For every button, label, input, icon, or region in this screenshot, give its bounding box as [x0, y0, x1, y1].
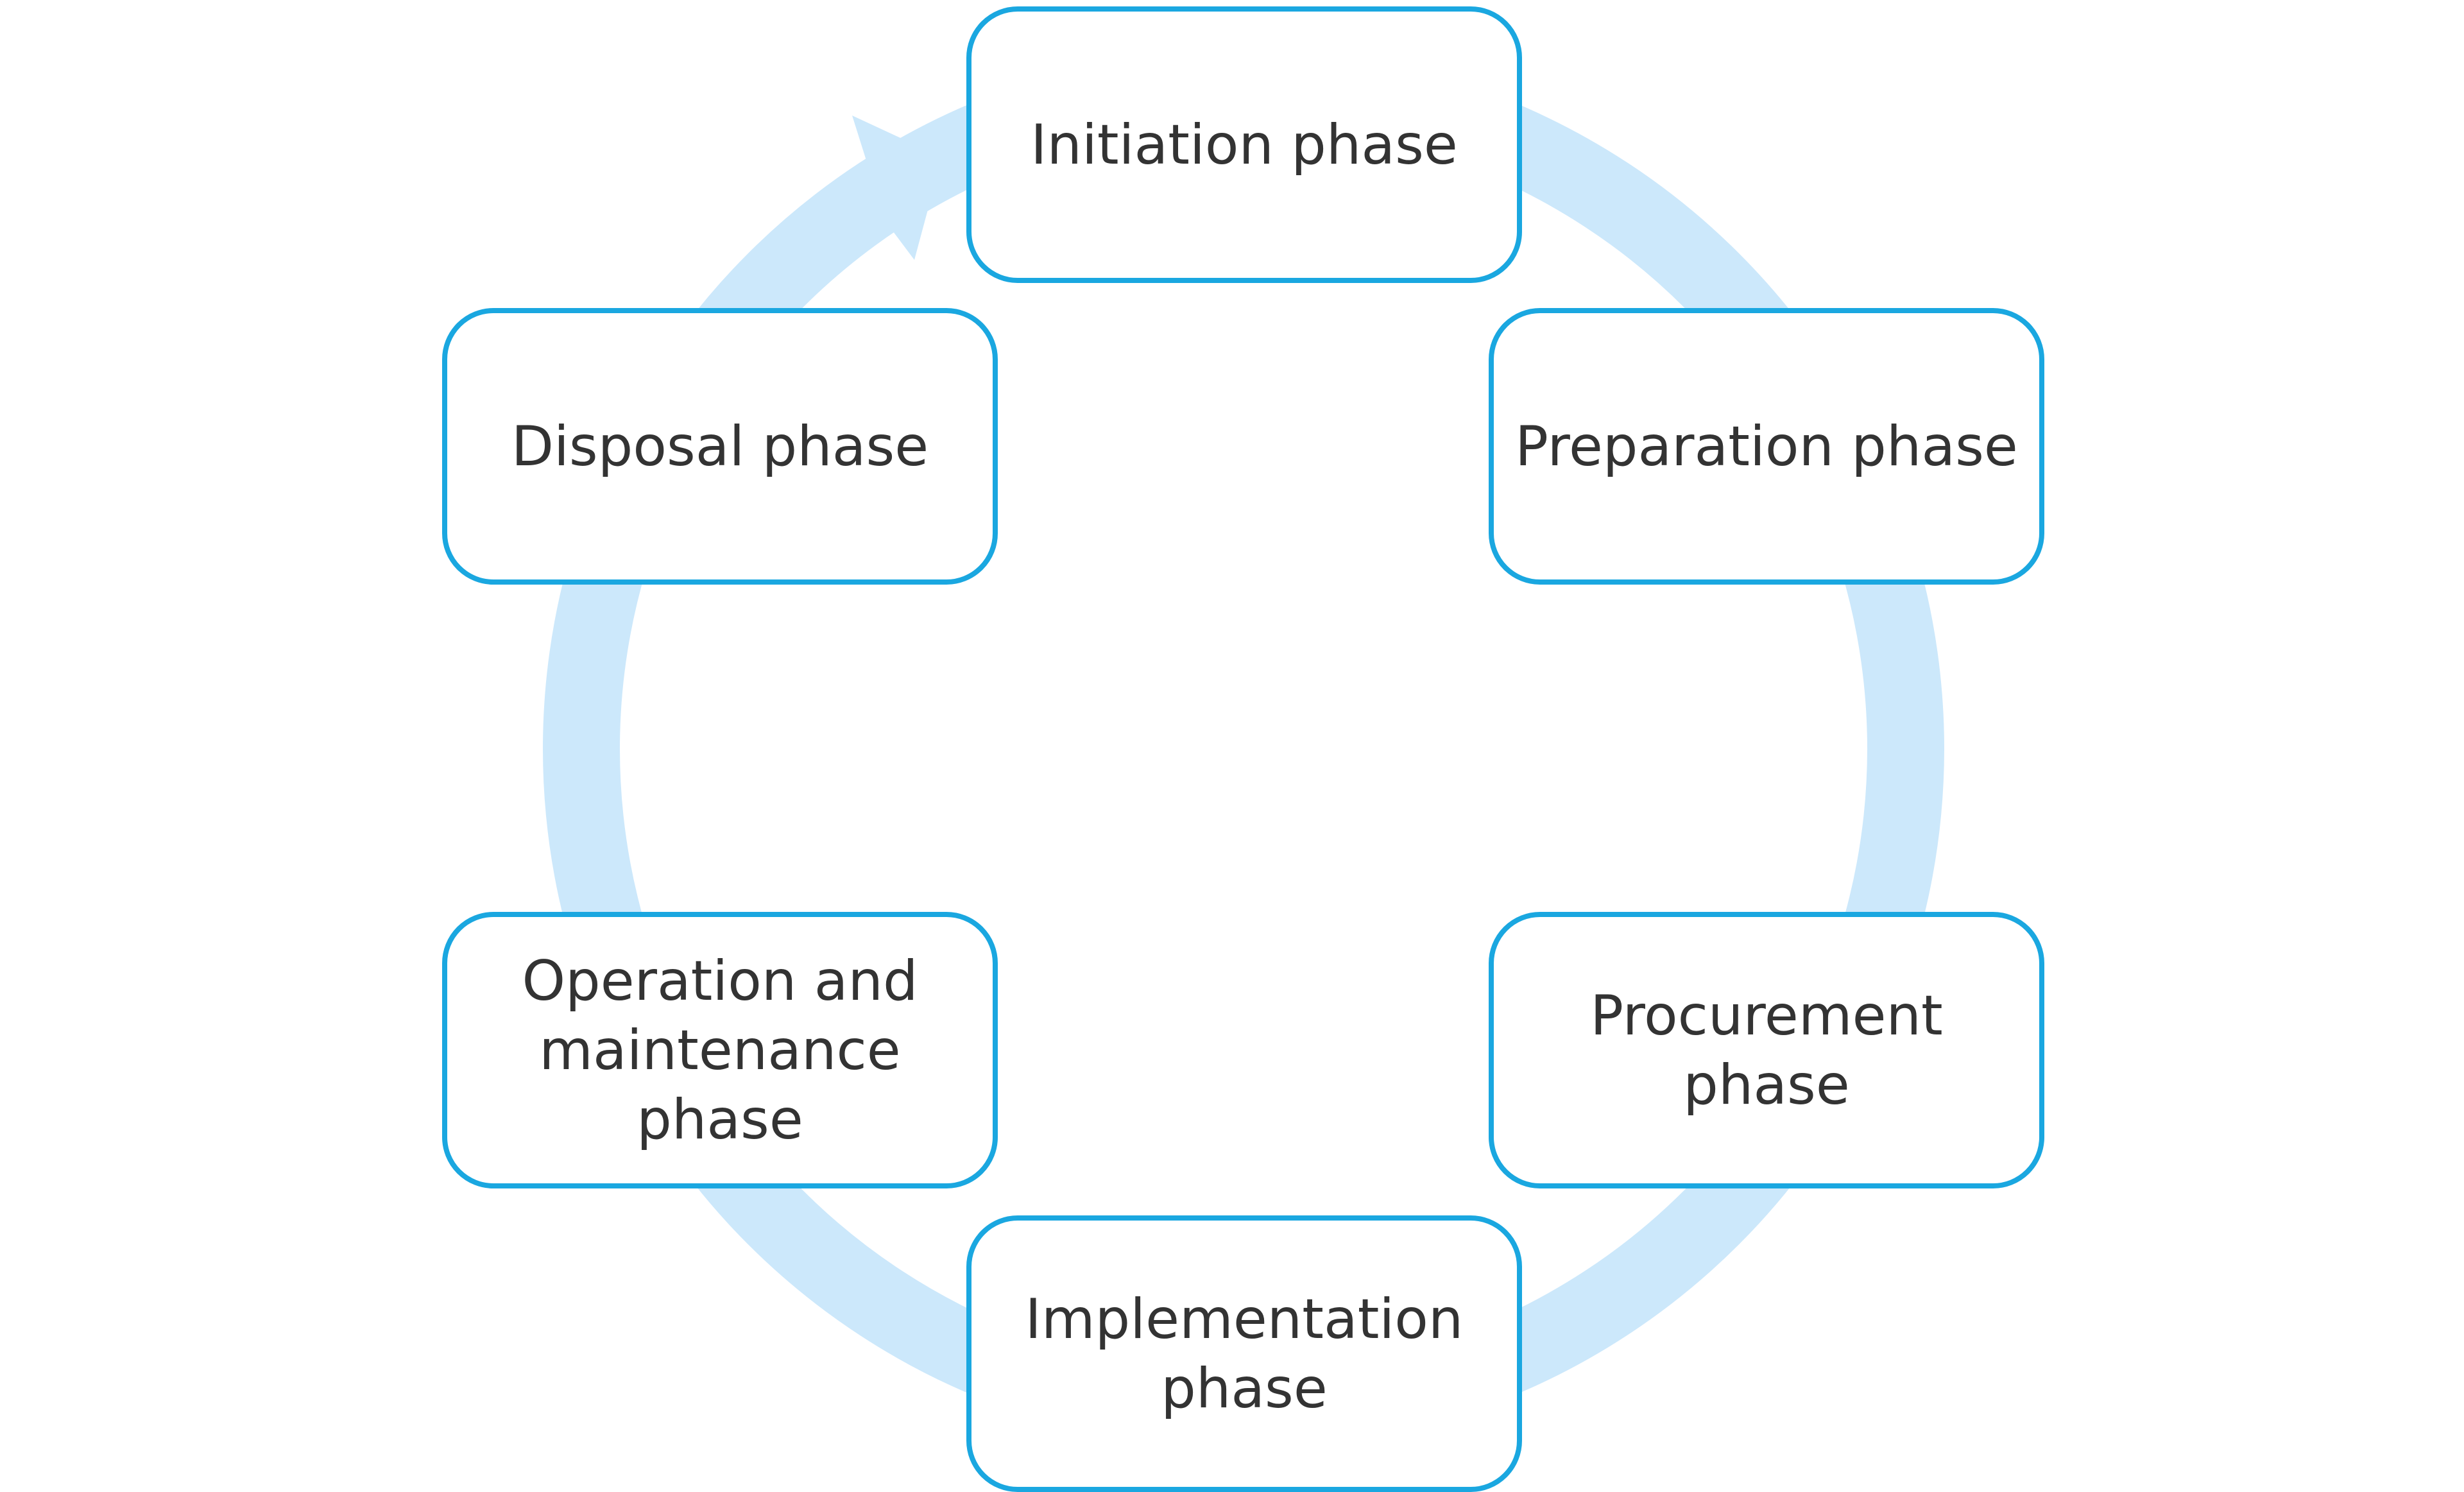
cycle-arrowhead-icon — [852, 116, 942, 260]
phase-disposal: Disposal phase — [442, 308, 998, 585]
phase-label: Initiation phase — [1031, 112, 1458, 177]
phase-label: Disposal phase — [511, 414, 929, 479]
phase-implementation: Implementation phase — [966, 1215, 1522, 1492]
phase-label: Procurement phase — [1590, 983, 1943, 1117]
phase-label: Preparation phase — [1515, 414, 2018, 479]
phase-label: Operation and maintenance phase — [522, 948, 918, 1152]
phase-operation-maintenance: Operation and maintenance phase — [442, 912, 998, 1188]
phase-label: Implementation phase — [1025, 1287, 1464, 1421]
phase-preparation: Preparation phase — [1489, 308, 2044, 585]
cycle-track — [543, 48, 1944, 1450]
phase-initiation: Initiation phase — [966, 6, 1522, 283]
phase-procurement: Procurement phase — [1489, 912, 2044, 1188]
